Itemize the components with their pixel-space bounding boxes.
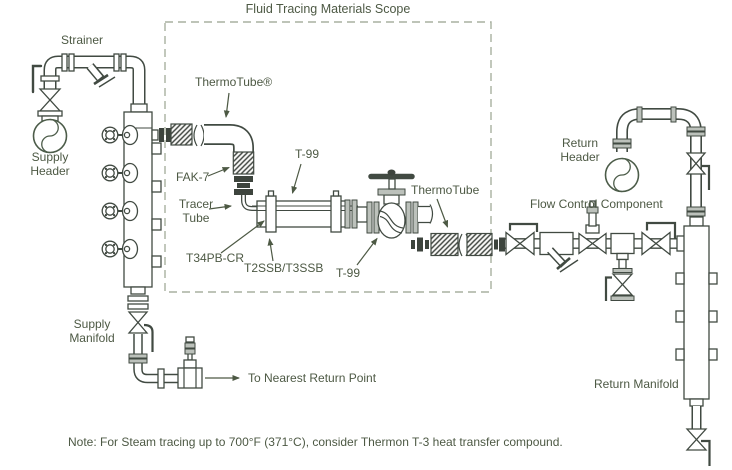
label-supply-manifold: Supply Manifold (69, 317, 115, 346)
label-t34pb-cr: T34PB-CR (186, 251, 245, 265)
manifold-valve-3 (101, 200, 139, 222)
thermotube-supply-graphic (151, 123, 257, 211)
label-thermotube-supply: ThermoTube® (195, 75, 273, 89)
manifold-valve-2 (101, 162, 139, 184)
return-line-graphic (505, 200, 686, 301)
strainer-symbol (86, 63, 116, 88)
label-thermotube-return: ThermoTube (411, 183, 480, 197)
label-strainer: Strainer (61, 33, 104, 47)
manifold-valve-1 (101, 124, 139, 146)
return-manifold-graphic (675, 216, 718, 466)
label-t2ssb-t3ssb: T2SSB/T3SSB (244, 261, 324, 275)
scope-box-outline (164, 21, 492, 293)
traced-pipe-graphic (252, 190, 358, 233)
thermotube-return-graphic (411, 232, 505, 257)
supply-manifold-graphic (101, 103, 162, 295)
label-t99-tube: T-99 (295, 147, 320, 161)
label-fak7: FAK-7 (176, 170, 210, 184)
label-leader-arrows (207, 92, 449, 266)
footnote: Note: For Steam tracing up to 700°F (371… (68, 435, 563, 449)
label-tracer-tube: Tracer Tube (178, 197, 214, 226)
label-to-nearest-return: To Nearest Return Point (248, 371, 377, 385)
supply-outlet-graphic (127, 295, 240, 389)
manifold-valve-4 (101, 238, 139, 260)
label-return-manifold: Return Manifold (594, 377, 679, 391)
label-return-header: Return Header (560, 136, 600, 165)
supply-pipe-run (43, 53, 146, 106)
t99-globe-valve-graphic (344, 169, 434, 239)
supply-header-symbol (31, 64, 68, 154)
label-supply-header: Supply Header (30, 150, 70, 179)
label-flow-control: Flow Control Component (530, 197, 663, 211)
scope-title: Fluid Tracing Materials Scope (245, 2, 411, 16)
return-header-graphic (604, 106, 711, 217)
label-t99-valve: T-99 (336, 266, 361, 280)
